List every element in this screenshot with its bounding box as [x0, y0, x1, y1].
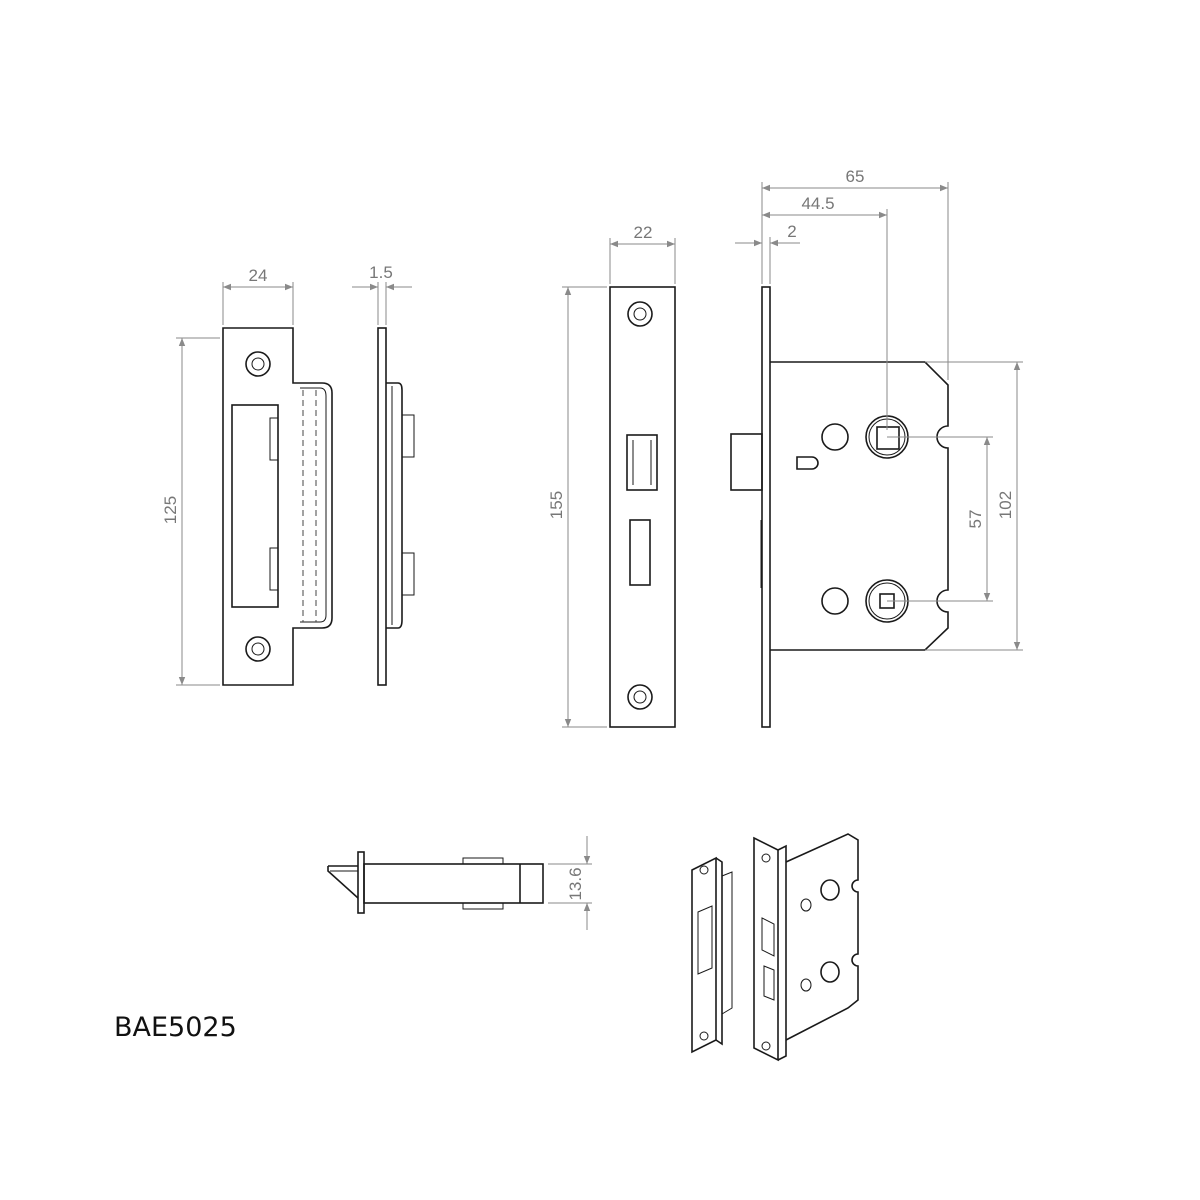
centres-label: 57	[966, 510, 985, 529]
strike-height-label: 125	[161, 496, 180, 524]
strike-plate-front-view: 24 125	[161, 266, 333, 686]
case-depth-label: 65	[846, 167, 865, 186]
product-code: BAE5025	[114, 1012, 237, 1043]
lock-case-side-view: 65 44.5 2 102 57	[730, 167, 1023, 728]
forend-width-label: 22	[634, 223, 653, 242]
case-height-label: 102	[996, 491, 1015, 519]
forend-offset-label: 2	[787, 222, 796, 241]
latch-height-label: 13.6	[566, 867, 585, 900]
strike-width-label: 24	[249, 266, 268, 285]
strike-plate-side-view: 1.5	[352, 263, 415, 686]
forend-front-view: 22 155	[547, 223, 676, 728]
isometric-view	[691, 833, 859, 1062]
latch-bolt-view: 13.6	[327, 836, 592, 930]
strike-thickness-label: 1.5	[369, 263, 393, 282]
forend-height-label: 155	[547, 491, 566, 519]
backset-label: 44.5	[801, 194, 834, 213]
